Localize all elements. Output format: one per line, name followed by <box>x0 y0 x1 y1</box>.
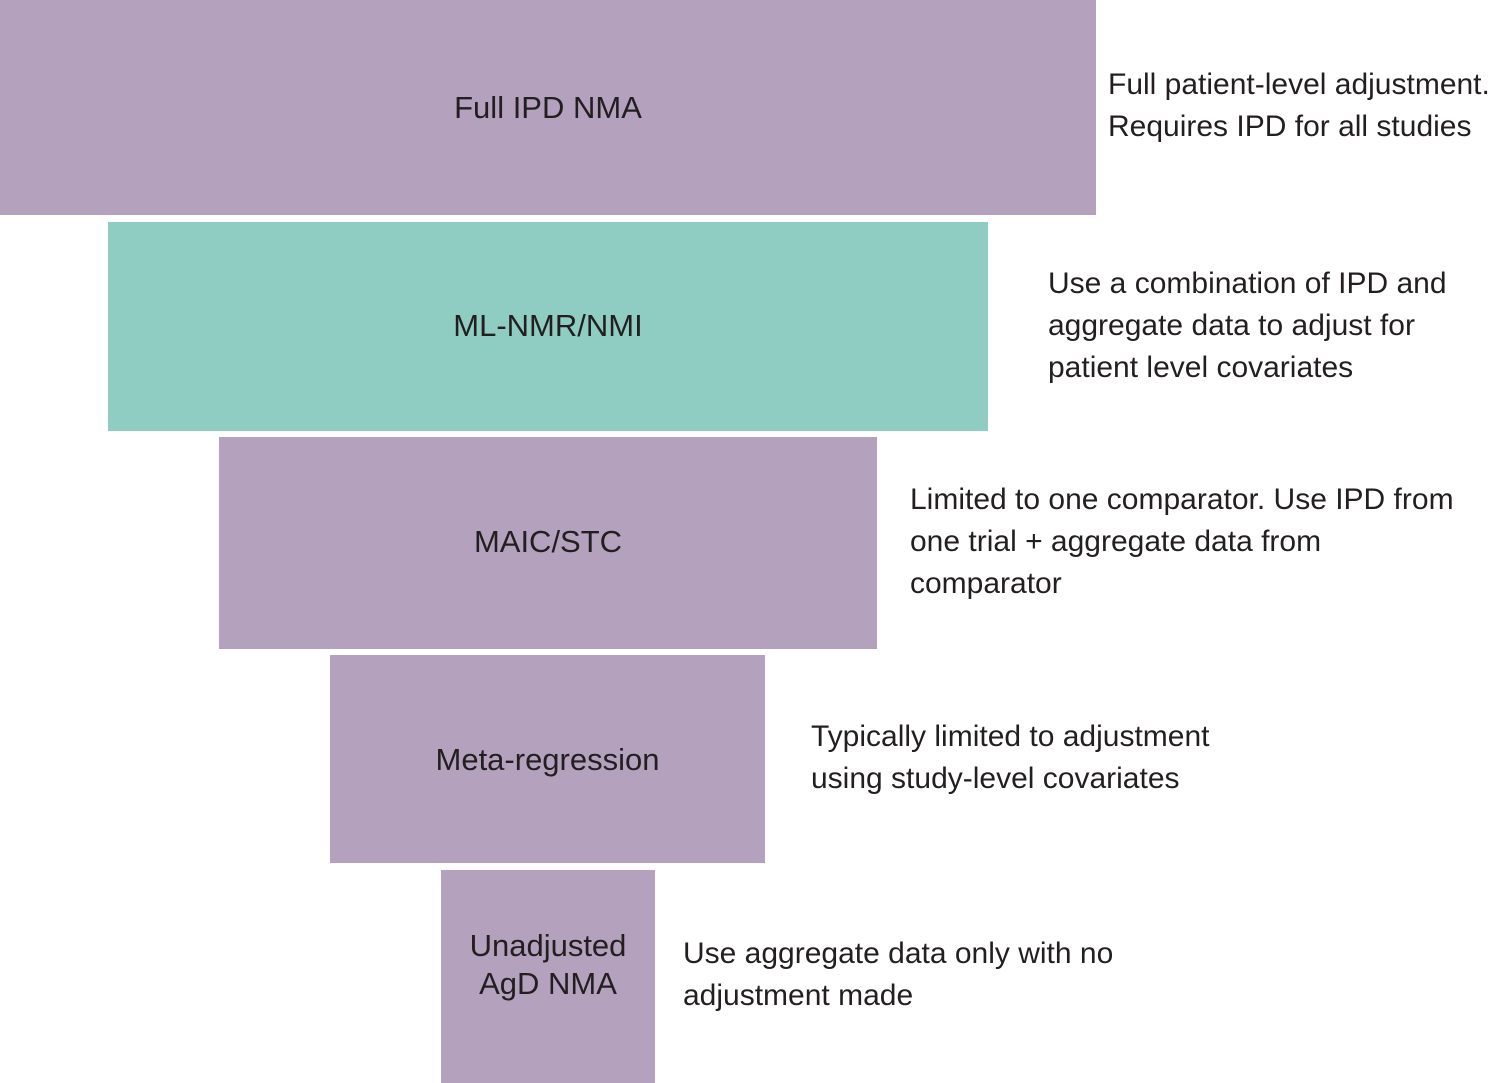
tier-description: Typically limited to adjustment using st… <box>811 720 1210 795</box>
tier-box-maic-stc: MAIC/STC <box>219 437 877 649</box>
tier-box-unadjusted-agd-nma: Unadjusted AgD NMA <box>441 870 655 1083</box>
tier-box-ml-nmr-nmi: ML-NMR/NMI <box>108 222 988 431</box>
tier-description: Full patient-level adjustment. Requires … <box>1108 68 1490 143</box>
tier-description: Limited to one comparator. Use IPD from … <box>910 483 1454 600</box>
tier-label: MAIC/STC <box>473 524 623 559</box>
tier-description: Use aggregate data only with no adjustme… <box>683 937 1114 1012</box>
tier-box-full-ipd-nma: Full IPD NMA <box>0 0 1096 215</box>
tier-label: ML-NMR/NMI <box>453 307 643 343</box>
tier-label: Unadjusted AgD NMA <box>469 927 627 1001</box>
tier-label: Meta-regression <box>435 741 660 777</box>
tier-label: Full IPD NMA <box>454 89 642 125</box>
tier-box-meta-regression: Meta-regression <box>330 655 765 863</box>
tier-description: Use a combination of IPD and aggregate d… <box>1048 267 1447 384</box>
